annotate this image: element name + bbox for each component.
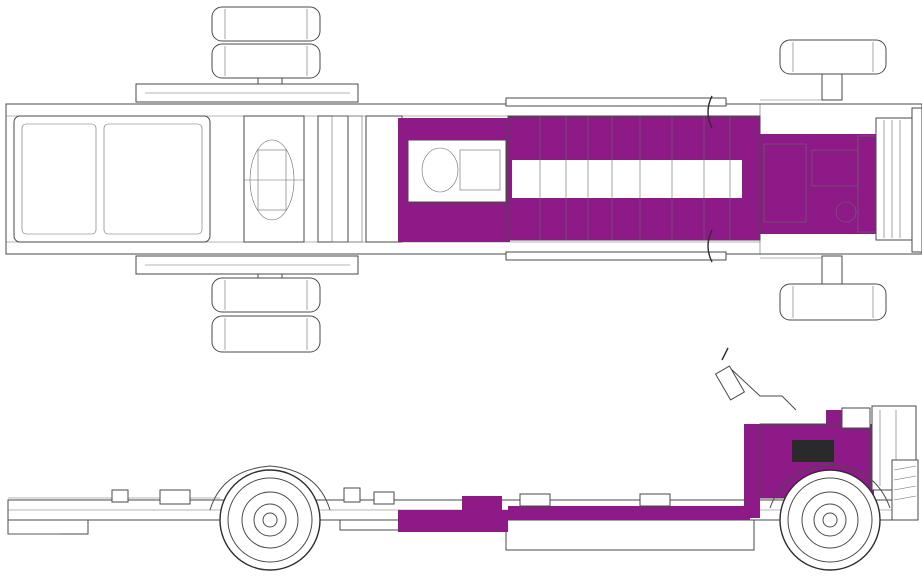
front-hub-bottom xyxy=(821,255,843,285)
front-hub-top xyxy=(821,73,843,101)
powertrain-highlight-top xyxy=(398,115,877,242)
rear-differential xyxy=(243,115,305,243)
side-front-grille xyxy=(891,459,919,521)
rear-wheel-left-inner xyxy=(211,43,321,79)
rear-deck xyxy=(13,115,211,243)
top-view xyxy=(5,6,922,353)
steering-top xyxy=(707,95,822,263)
rear-wheel-left-outer xyxy=(211,6,321,42)
side-rear-details xyxy=(8,487,671,535)
rear-wheel-right-outer xyxy=(211,315,321,353)
front-grille-top xyxy=(875,107,922,253)
side-view xyxy=(7,347,919,571)
front-wheel-right xyxy=(779,283,887,321)
side-front-wheel xyxy=(769,463,891,571)
crossmembers xyxy=(317,115,403,243)
front-wheel-left xyxy=(779,39,887,75)
rear-wheel-right-inner xyxy=(211,277,321,313)
leaf-springs xyxy=(135,83,727,275)
side-rear-wheel xyxy=(209,465,331,571)
